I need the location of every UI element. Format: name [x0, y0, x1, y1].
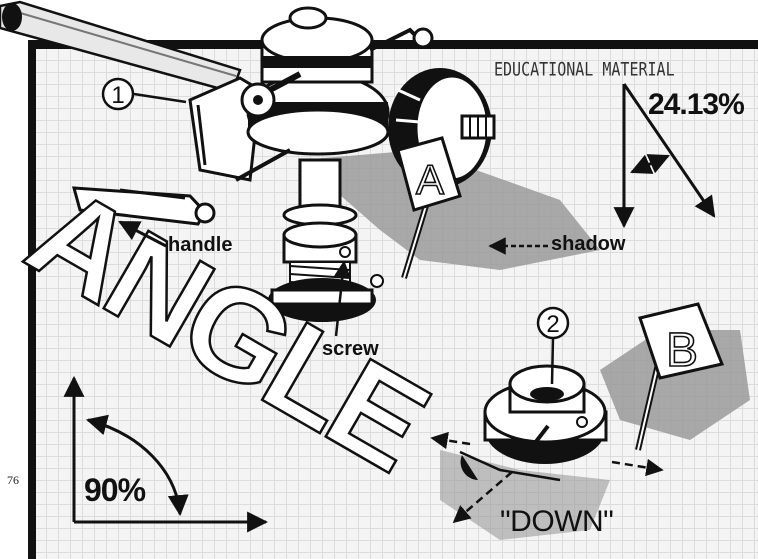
- shadow-label: shadow: [551, 233, 626, 255]
- frame-top-border: [28, 40, 758, 49]
- educational-material-stamp: EDUCATIONAL MATERIAL: [494, 58, 675, 81]
- percent-label-b: 90%: [84, 472, 146, 508]
- lift-handle: [71, 148, 291, 226]
- sign-a-letter: A: [416, 156, 444, 203]
- marker-one: 1: [101, 77, 187, 111]
- marker-two: 2: [536, 306, 570, 385]
- handle-pointer: [118, 220, 167, 248]
- down-label: "DOWN": [500, 505, 614, 538]
- percent-label-a: 24.13%: [648, 88, 745, 121]
- collar-assembly: [459, 364, 608, 482]
- screw-label: screw: [322, 338, 379, 360]
- angle-indicator-b: [63, 375, 269, 533]
- sign-b-letter: B: [666, 324, 698, 377]
- marker-one-number: 1: [111, 82, 124, 109]
- sign-b: B: [635, 302, 725, 451]
- pivot-assembly: [188, 6, 434, 182]
- page-number: 76: [7, 473, 19, 487]
- tonearm-base: [268, 158, 384, 322]
- screw-pointer: [333, 260, 352, 337]
- marker-two-number: 2: [546, 311, 559, 338]
- sign-a: A: [396, 136, 462, 279]
- angle-indicator-a: [613, 83, 716, 229]
- direction-arrows: [430, 431, 664, 524]
- frame-left-border: [28, 40, 36, 559]
- handle-label: handle: [168, 234, 233, 256]
- tonearm-tube: [0, 0, 242, 94]
